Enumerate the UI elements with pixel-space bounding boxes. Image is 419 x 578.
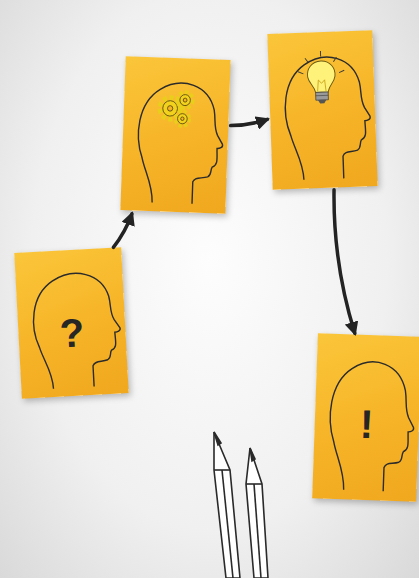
sticky-note (120, 56, 230, 214)
head-silhouette (120, 56, 230, 214)
sticky-note: ! (312, 333, 419, 502)
flow-arrow (113, 214, 132, 248)
sticky-note (267, 30, 377, 190)
pencil-right (246, 448, 268, 578)
head-silhouette (267, 30, 377, 190)
pencil-left (214, 432, 240, 578)
symbol-text: ? (18, 310, 127, 356)
flow-arrow (334, 190, 355, 333)
gears-icon (160, 92, 192, 126)
sticky-note: ? (14, 247, 128, 398)
flow-arrow (231, 119, 268, 125)
lightbulb-icon (297, 50, 345, 104)
symbol-text: ! (314, 402, 419, 446)
